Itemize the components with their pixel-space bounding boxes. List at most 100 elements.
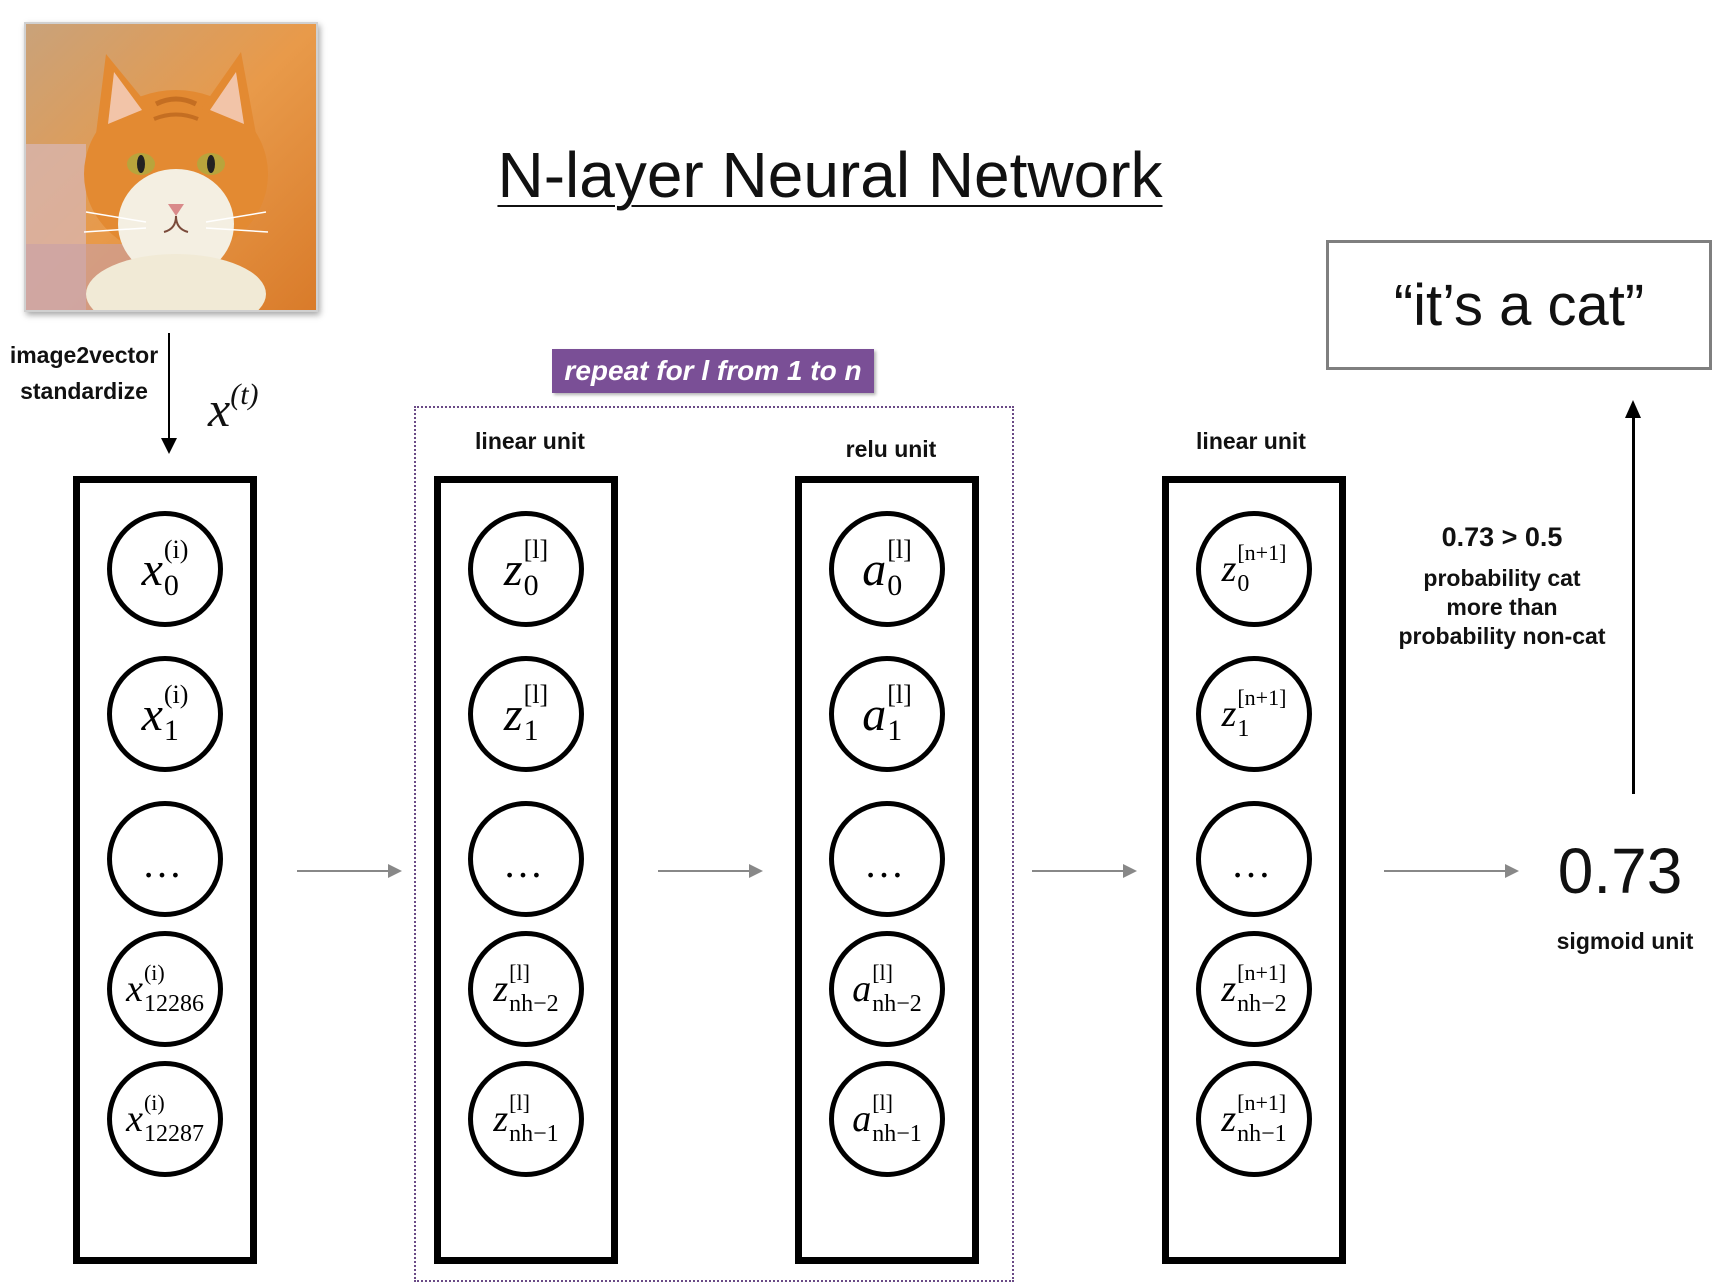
neuron-node: x(i) 12287 bbox=[107, 1061, 223, 1177]
node-superscript: [l] bbox=[509, 960, 530, 985]
arrow-2-head bbox=[749, 864, 763, 878]
node-symbol: x bbox=[141, 687, 163, 741]
node-superscript: [n+1] bbox=[1237, 1090, 1287, 1115]
neuron-node: a[l] 1 bbox=[829, 656, 945, 772]
node-subscript: 1 bbox=[887, 714, 903, 747]
explanation-line-3: probability non-cat bbox=[1398, 623, 1606, 649]
sigmoid-unit-label: sigmoid unit bbox=[1556, 928, 1694, 954]
layer-3-label: linear unit bbox=[1196, 428, 1306, 454]
node-superscript: [l] bbox=[887, 535, 912, 564]
arrow-3-line bbox=[1032, 870, 1126, 872]
result-text: “it’s a cat” bbox=[1393, 272, 1645, 338]
node-superscript: [n+1] bbox=[1237, 685, 1287, 710]
image2vector-label: image2vector bbox=[9, 342, 159, 368]
neuron-node: a[l] nh−2 bbox=[829, 931, 945, 1047]
node-symbol: x bbox=[126, 1098, 143, 1140]
neuron-node: … bbox=[107, 801, 223, 917]
node-superscript: [n+1] bbox=[1237, 960, 1287, 985]
neuron-node: z[n+1] nh−2 bbox=[1196, 931, 1312, 1047]
node-symbol: a bbox=[862, 687, 887, 741]
ellipsis-symbol: … bbox=[503, 840, 549, 886]
arrow-1-head bbox=[388, 864, 402, 878]
node-symbol: a bbox=[852, 1098, 872, 1140]
input-symbol: x(t) bbox=[208, 378, 259, 438]
node-subscript: 0 bbox=[523, 569, 539, 602]
explanation-line-2: more than bbox=[1446, 594, 1558, 620]
neuron-node: … bbox=[468, 801, 584, 917]
output-value: 0.73 bbox=[1557, 835, 1683, 907]
node-superscript: [l] bbox=[872, 960, 893, 985]
neuron-node: z[l] nh−2 bbox=[468, 931, 584, 1047]
node-superscript: [l] bbox=[509, 1090, 530, 1115]
node-superscript: [l] bbox=[872, 1090, 893, 1115]
node-symbol: z bbox=[1221, 548, 1237, 590]
node-symbol: z bbox=[1221, 693, 1237, 735]
node-subscript: nh−2 bbox=[1237, 991, 1287, 1017]
neuron-node: … bbox=[829, 801, 945, 917]
explanation-line-1: probability cat bbox=[1423, 565, 1581, 591]
result-box: “it’s a cat” bbox=[1326, 240, 1712, 370]
node-superscript: (i) bbox=[163, 535, 189, 564]
neuron-node: z[l]nh−1 bbox=[468, 1061, 584, 1177]
repeat-banner: repeat for l from 1 to n bbox=[552, 349, 874, 393]
node-subscript: 0 bbox=[1237, 571, 1250, 597]
node-superscript: (i) bbox=[143, 960, 165, 985]
node-superscript: [n+1] bbox=[1237, 540, 1287, 565]
node-subscript: 12287 bbox=[143, 1121, 204, 1147]
node-subscript: nh−1 bbox=[509, 1121, 559, 1147]
ellipsis-symbol: … bbox=[864, 840, 910, 886]
node-subscript: nh−2 bbox=[872, 991, 922, 1017]
node-superscript: [l] bbox=[523, 535, 549, 564]
neuron-node: z[n+1] 0 bbox=[1196, 511, 1312, 627]
arrow-3-head bbox=[1123, 864, 1137, 878]
arrow-2-line bbox=[658, 870, 752, 872]
neuron-node: a[l] 0 bbox=[829, 511, 945, 627]
ellipsis-symbol: … bbox=[142, 840, 188, 886]
layer-2-label: relu unit bbox=[845, 436, 937, 462]
node-subscript: 0 bbox=[163, 569, 179, 602]
node-subscript: 1 bbox=[523, 714, 539, 747]
node-superscript: [l] bbox=[523, 680, 549, 709]
layer-1-label: linear unit bbox=[475, 428, 585, 454]
neuron-node: z[n+1]1 bbox=[1196, 656, 1312, 772]
node-symbol: x bbox=[126, 968, 143, 1010]
repeat-region-frame bbox=[414, 406, 1014, 1282]
node-subscript: nh−1 bbox=[872, 1121, 922, 1147]
node-subscript: nh−1 bbox=[1237, 1121, 1287, 1147]
node-subscript: 0 bbox=[887, 569, 903, 602]
ellipsis-symbol: … bbox=[1231, 840, 1277, 886]
input-symbol-letter: x bbox=[208, 381, 231, 437]
neuron-node: x(i) 1 bbox=[107, 656, 223, 772]
arrow-1-line bbox=[297, 870, 391, 872]
neuron-node: … bbox=[1196, 801, 1312, 917]
neuron-node: x(i) 12286 bbox=[107, 931, 223, 1047]
node-symbol: x bbox=[141, 542, 163, 596]
node-subscript: nh−2 bbox=[509, 991, 559, 1017]
node-symbol: z bbox=[1221, 968, 1237, 1010]
down-arrow-line bbox=[168, 333, 170, 443]
node-symbol: z bbox=[503, 687, 523, 741]
node-symbol: z bbox=[503, 542, 523, 596]
arrow-4-line bbox=[1384, 870, 1508, 872]
node-subscript: 12286 bbox=[143, 991, 204, 1017]
standardize-label: standardize bbox=[20, 378, 148, 404]
node-superscript: (i) bbox=[143, 1090, 165, 1115]
up-arrow-line bbox=[1632, 416, 1635, 794]
node-subscript: 1 bbox=[163, 714, 179, 747]
cat-photo bbox=[24, 22, 318, 312]
up-arrow-head bbox=[1625, 400, 1641, 418]
input-symbol-sup: (t) bbox=[230, 378, 259, 411]
cat-image bbox=[26, 24, 316, 310]
node-symbol: a bbox=[852, 968, 872, 1010]
node-symbol: a bbox=[862, 542, 887, 596]
node-symbol: z bbox=[493, 968, 509, 1010]
node-superscript: [l] bbox=[887, 680, 912, 709]
neuron-node: z[l] 0 bbox=[468, 511, 584, 627]
arrow-4-head bbox=[1505, 864, 1519, 878]
node-superscript: (i) bbox=[163, 680, 189, 709]
neuron-node: x(i) 0 bbox=[107, 511, 223, 627]
